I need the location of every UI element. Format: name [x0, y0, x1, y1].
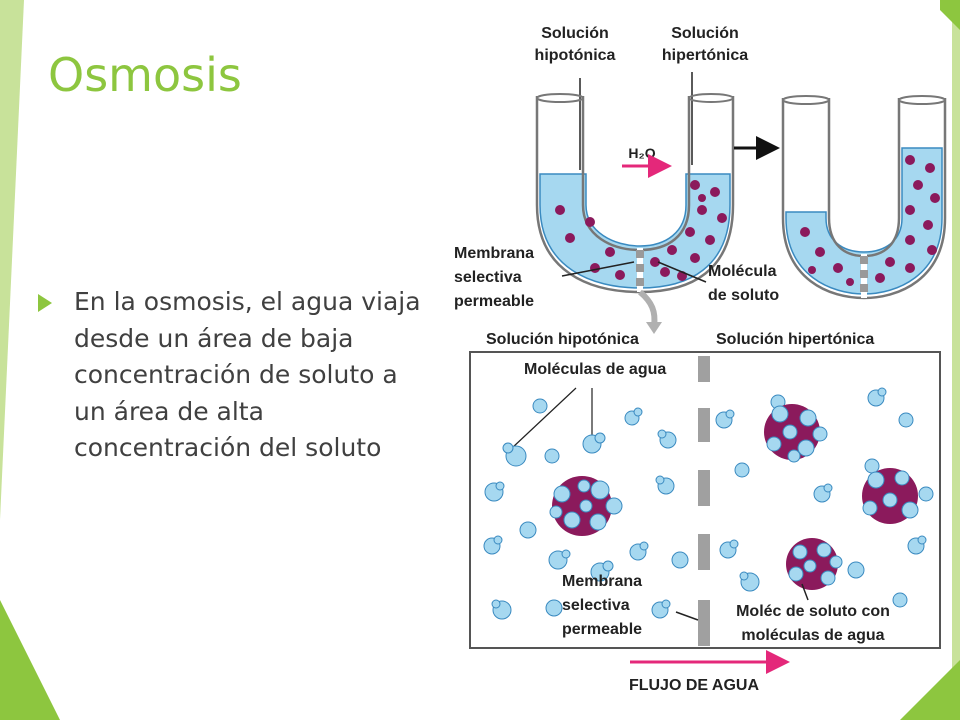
- membrane-label-1: Membrana: [454, 245, 534, 262]
- membrane-segment: [636, 278, 644, 286]
- tube1-solute-particles: [555, 180, 727, 281]
- solute-label-2: de soluto: [708, 287, 779, 304]
- label-hypotonic-top-1: Solución: [541, 25, 609, 42]
- solute-cluster: [786, 538, 843, 590]
- tube1-opening-left: [536, 93, 584, 103]
- box-membrane-label-3: permeable: [562, 621, 642, 638]
- tube2-opening-right: [898, 95, 946, 105]
- solute-with-water-label-1: Moléc de soluto con: [736, 603, 890, 620]
- zoom-connector: [638, 289, 658, 327]
- tube1-opening-right: [688, 93, 734, 103]
- pointer-line: [561, 261, 635, 277]
- water-flow-label: FLUJO DE AGUA: [629, 677, 760, 694]
- solute-cluster: [764, 404, 828, 463]
- pointer-line: [801, 583, 809, 601]
- water-molecules: [483, 387, 927, 620]
- membrane-segment: [860, 270, 868, 278]
- box-header-left: Solución hipotónica: [486, 331, 639, 348]
- box-membrane: [698, 356, 710, 646]
- bottom-left-deco: [0, 600, 60, 720]
- solute-label-1: Molécula: [708, 263, 777, 280]
- solute-cluster: [862, 468, 934, 524]
- bottom-right-deco: [900, 660, 960, 720]
- membrane-segment: [860, 284, 868, 292]
- tube2-opening-left: [782, 95, 830, 105]
- box-membrane-label-2: selectiva: [562, 597, 630, 614]
- left-deco-strip: [0, 0, 24, 520]
- top-right-deco: [940, 0, 960, 30]
- box-header-right: Solución hipertónica: [716, 331, 874, 348]
- h2o-label: H₂O: [628, 145, 655, 161]
- tube2-solute-particles: [800, 155, 940, 286]
- solute-cluster: [549, 476, 623, 536]
- zoom-connector-head: [646, 322, 662, 334]
- right-deco-strip: [952, 0, 960, 720]
- pointer-line: [511, 387, 577, 449]
- solute-with-water-label-2: moléculas de agua: [741, 627, 884, 644]
- slide-title: Osmosis: [48, 48, 242, 102]
- pointer-line: [657, 261, 707, 283]
- pointer-line: [675, 611, 699, 621]
- label-hypertonic-top-1: Solución: [671, 25, 739, 42]
- membrane-segment: [636, 250, 644, 258]
- tube1-liquid: [539, 173, 731, 289]
- membrane-label-3: permeable: [454, 293, 534, 310]
- membrane-segment: [636, 264, 644, 272]
- label-hypotonic-top-2: hipotónica: [535, 47, 616, 64]
- box-membrane-label-1: Membrana: [562, 573, 642, 590]
- tube2-liquid: [785, 147, 943, 295]
- membrane-label-2: selectiva: [454, 269, 522, 286]
- water-molecules-label: Moléculas de agua: [524, 361, 666, 378]
- bullet-arrow-icon: [38, 294, 52, 312]
- membrane-segment: [860, 256, 868, 264]
- label-hypertonic-top-2: hipertónica: [662, 47, 748, 64]
- osmosis-diagram: Solución hipotónica Solución hipertónica…: [454, 25, 947, 694]
- bullet-text: En la osmosis, el agua viaja desde un ár…: [74, 287, 421, 462]
